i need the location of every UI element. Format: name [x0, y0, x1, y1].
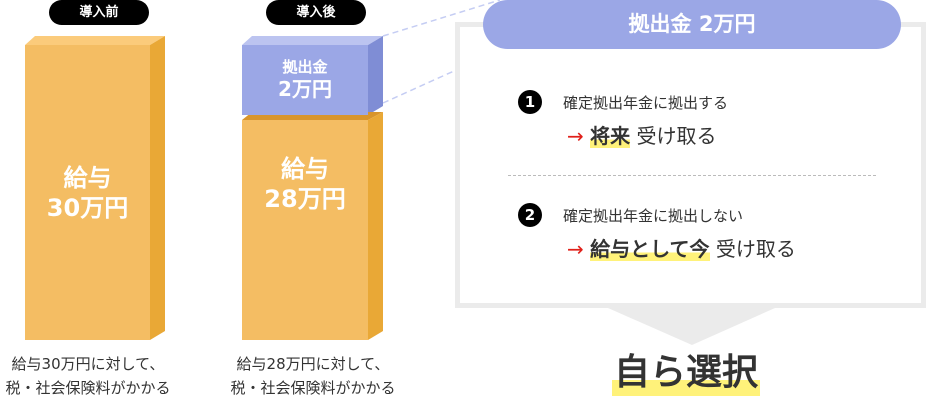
- bar-value: 30万円: [46, 193, 129, 222]
- conclusion: 自ら選択: [612, 350, 761, 396]
- result-text: 受け取る: [715, 237, 796, 261]
- caption-line: 税・社会保険料がかかる: [230, 379, 396, 397]
- divider: [508, 175, 876, 176]
- option-result: → 将来 受け取る: [567, 120, 716, 149]
- highlight-text: 給与として今: [590, 237, 710, 261]
- result-text: 受け取る: [636, 124, 717, 148]
- number-badge: 2: [518, 203, 542, 227]
- before-salary-bar: 給与 30万円: [25, 45, 150, 340]
- option-text: 確定拠出年金に拠出する: [563, 94, 729, 112]
- after-caption: 給与28万円に対して、 税・社会保険料がかかる: [213, 352, 413, 400]
- highlight-text: 将来: [590, 124, 631, 148]
- caption-line: 税・社会保険料がかかる: [5, 379, 171, 397]
- number-badge: 1: [518, 90, 542, 114]
- before-caption: 給与30万円に対して、 税・社会保険料がかかる: [0, 352, 188, 400]
- bar-label: 拠出金: [282, 58, 328, 77]
- options-panel: [455, 22, 926, 308]
- arrow-icon: →: [567, 237, 584, 261]
- bar-label: 給与: [281, 155, 329, 183]
- after-label: 導入後: [266, 0, 366, 25]
- caption-line: 給与30万円に対して、: [11, 355, 165, 373]
- bar-label: 給与: [63, 163, 112, 192]
- option-result: → 給与として今 受け取る: [567, 233, 796, 262]
- contribution-bar: 拠出金 2万円: [242, 45, 368, 115]
- before-label: 導入前: [49, 0, 149, 25]
- bar-value: 2万円: [278, 76, 332, 101]
- after-salary-bar: 給与 28万円: [242, 120, 368, 340]
- caption-line: 給与28万円に対して、: [236, 355, 390, 373]
- option-text: 確定拠出年金に拠出しない: [563, 207, 744, 225]
- arrow-icon: →: [567, 124, 584, 148]
- bar-value: 28万円: [264, 185, 346, 213]
- panel-title: 拠出金 2万円: [483, 0, 901, 49]
